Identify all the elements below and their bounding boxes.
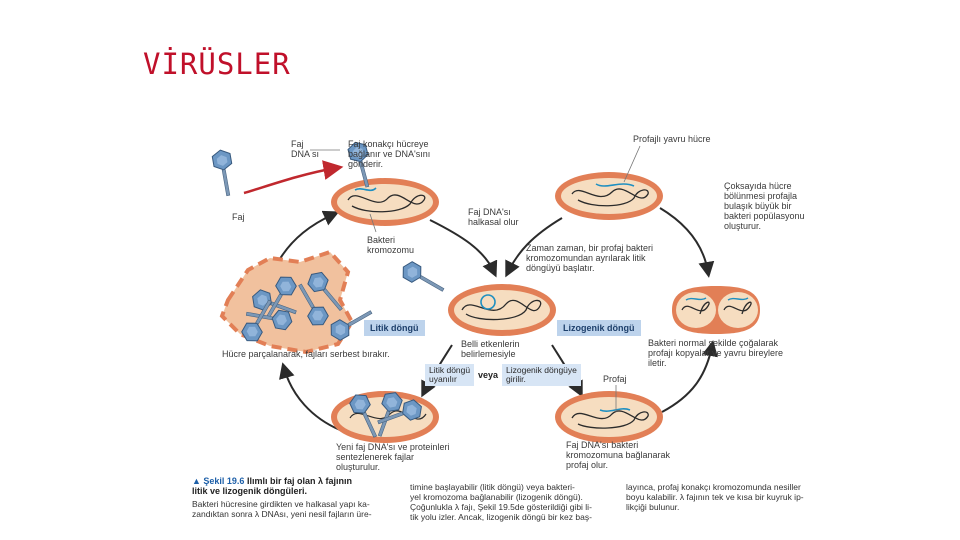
label-prophage-daughter: Profajlı yavru hücre <box>633 134 711 144</box>
page-title: VİRÜSLER <box>143 47 291 81</box>
label-occasionally: Zaman zaman, bir profaj bakteri kromozom… <box>526 243 654 273</box>
label-new-phage: Yeni faj DNA'sı ve proteinleri sentezlen… <box>336 442 450 472</box>
label-cell-lyses: Hücre parçalanarak, fajları serbest bıra… <box>222 349 390 359</box>
label-bacterial-chromosome: Bakteri kromozomu <box>367 235 415 255</box>
label-population: Çoksayıda hücre bölünmesi profajla bulaş… <box>724 181 805 231</box>
cell-prophage-daughter <box>555 172 663 220</box>
arrow-daughter-to-center <box>505 217 563 278</box>
arrow-bottom-left-to-lysis <box>279 362 341 431</box>
arrow-top-to-center <box>429 219 498 278</box>
label-phage: Faj <box>232 212 245 222</box>
arrow-attach-to-cell <box>243 160 344 195</box>
label-or: veya <box>478 370 499 380</box>
label-phage-dna: Faj DNA sı <box>291 139 320 159</box>
tag-lytic-cycle: Litik döngü <box>364 320 425 336</box>
tag-lytic-induced: Litik döngü uyanılır <box>425 364 475 386</box>
label-certain-factors: Belli etkenlerin belirlemesiyle <box>461 339 520 359</box>
label-circular: Faj DNA'sı halkasal olur <box>468 207 519 227</box>
figure-caption-col3: layınca, profaj konakçı kromozomunda nes… <box>626 482 804 512</box>
arrow-bottom-right-to-dividing <box>661 340 718 413</box>
label-bacterium-divides: Bakteri normal şekilde çoğalarak profajı… <box>648 338 784 368</box>
cell-integrated-prophage <box>555 391 663 443</box>
cell-infected <box>331 178 439 226</box>
tag-lysogenic-cycle: Lizogenik döngü <box>557 320 641 336</box>
figure-caption-col1: Bakteri hücresine girdikten ve halkasal … <box>192 499 372 519</box>
figure-caption-title: ▲ Şekil 19.6 Ilımlı bir faj olan λ fajın… <box>192 476 352 496</box>
cell-dividing <box>672 286 760 334</box>
tag-lysogenic-entered: Lizogenik döngüye girilir. <box>502 364 581 386</box>
label-dna-integrates: Faj DNA'sı bakteri kromozomuna bağlanara… <box>566 440 671 470</box>
cell-center <box>448 284 556 336</box>
arrow-top-right-to-dividing <box>659 207 715 278</box>
figure-caption-col2: timine başlayabilir (litik döngü) veya b… <box>410 482 592 522</box>
label-attach: Faj konakçı hücreye bağlanır ve DNA'sını… <box>348 139 431 169</box>
label-prophage: Profaj <box>603 374 627 384</box>
arrow-lysis-to-top <box>277 210 340 263</box>
